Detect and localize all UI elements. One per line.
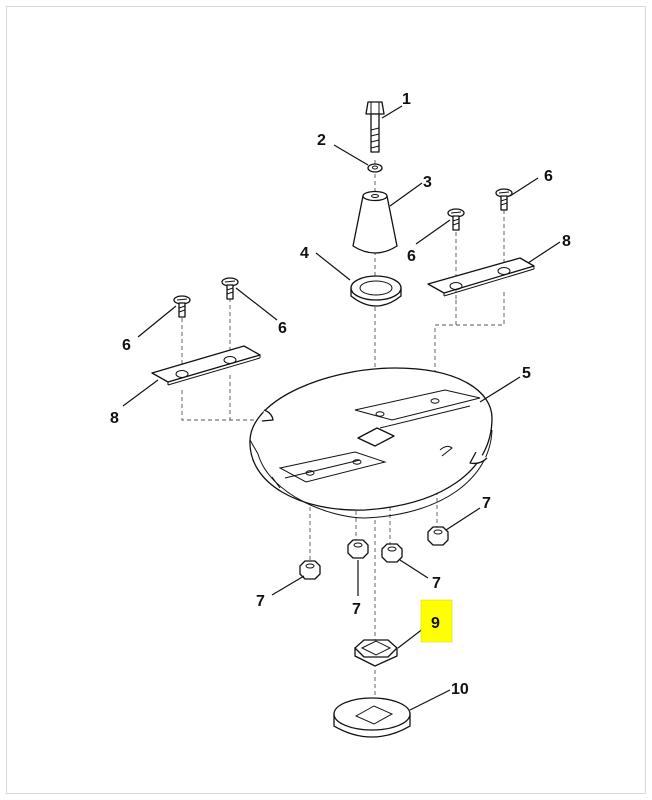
callout-3: 3	[423, 174, 432, 191]
callout-7-c: 7	[432, 575, 441, 592]
callout-7-a: 7	[482, 495, 491, 512]
page-border	[6, 6, 646, 794]
part-7-nut-a	[427, 526, 449, 546]
part-7-nut-c	[381, 543, 403, 563]
part-3-cone	[352, 190, 398, 254]
callout-6-d: 6	[278, 320, 287, 337]
callout-4: 4	[300, 245, 309, 262]
callout-8-b: 8	[562, 233, 571, 250]
leader-lines	[122, 105, 561, 711]
part-10-base	[333, 697, 411, 738]
callout-6-c: 6	[122, 337, 131, 354]
callout-labels: 1 2 3 4 5 6 6 6 6 7 7 7 7 8 8 9 10	[110, 91, 571, 698]
callout-5: 5	[522, 365, 531, 382]
callout-6-a: 6	[407, 248, 416, 265]
part-6-screw-left-a	[173, 295, 191, 318]
callout-9: 9	[431, 615, 440, 632]
part-6-screw-right-a	[447, 208, 465, 231]
callout-7-d: 7	[256, 593, 265, 610]
callout-10: 10	[451, 681, 469, 698]
callout-1: 1	[402, 91, 411, 108]
part-6-screw-left-b	[221, 277, 239, 300]
highlight-box-part-9	[420, 599, 453, 643]
part-7-nut-d	[299, 560, 321, 580]
part-8-blade-left	[151, 345, 261, 386]
part-1-bolt	[365, 101, 385, 153]
callout-2: 2	[317, 132, 326, 149]
part-6-screw-right-b	[495, 188, 513, 211]
part-5-disc	[249, 367, 493, 519]
part-7-nut-b	[347, 539, 369, 559]
part-9-adapter	[354, 639, 398, 667]
callout-7-b: 7	[352, 601, 361, 618]
part-8-blade-right	[427, 257, 535, 297]
part-2-washer	[367, 163, 383, 173]
callout-6-b: 6	[544, 168, 553, 185]
callout-8-a: 8	[110, 410, 119, 427]
part-4-ring	[350, 275, 402, 307]
